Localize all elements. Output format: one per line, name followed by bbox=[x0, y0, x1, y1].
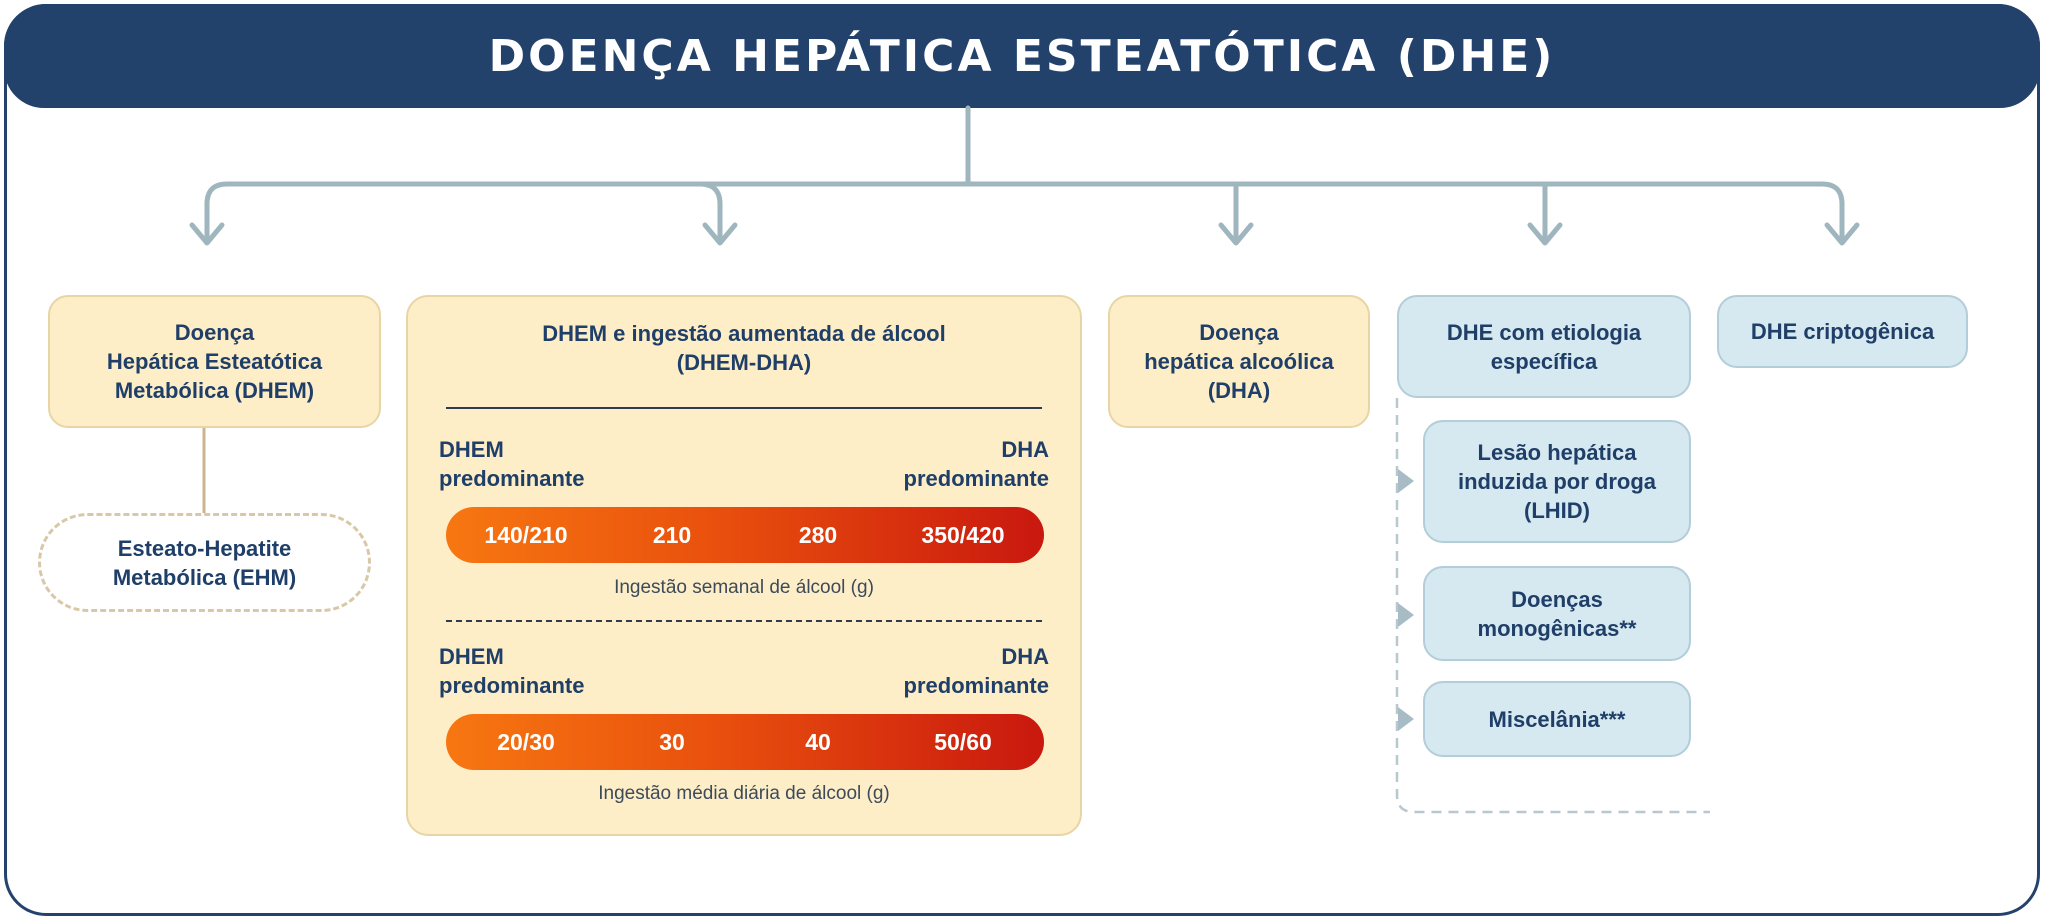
title-banner: DOENÇA HEPÁTICA ESTEATÓTICA (DHE) bbox=[4, 4, 2040, 108]
specific-line2: específica bbox=[1490, 348, 1598, 374]
cryptogenic-label: DHE criptogênica bbox=[1750, 319, 1935, 344]
daily-caption: Ingestão média diária de álcool (g) bbox=[598, 783, 890, 804]
weekly-left-line2: predominante bbox=[439, 466, 585, 491]
misc-box: Miscelânia*** bbox=[1423, 681, 1691, 757]
dhem-line3: Metabólica (DHEM) bbox=[114, 378, 315, 403]
dhem-line1: Doença bbox=[174, 320, 255, 345]
weekly-right-line2: predominante bbox=[903, 466, 1049, 491]
arrow-head-cryptogenic bbox=[1824, 222, 1860, 246]
arrow-head-dhem bbox=[189, 222, 225, 246]
weekly-left-line1: DHEM bbox=[439, 437, 504, 462]
lhid-line3: (LHID) bbox=[1524, 498, 1590, 523]
monogenic-box: Doenças monogênicas** bbox=[1423, 566, 1691, 661]
met-ald-title-line2: (DHEM-DHA) bbox=[676, 350, 812, 375]
specific-line1: DHE com etiologia bbox=[1446, 319, 1642, 345]
weekly-caption: Ingestão semanal de álcool (g) bbox=[614, 577, 874, 598]
arrow-head-specific bbox=[1527, 222, 1563, 246]
specific-etiology-box: DHE com etiologia específica bbox=[1397, 295, 1691, 398]
daily-right-line1: DHA bbox=[1001, 644, 1049, 669]
daily-dhem-predominant: DHEM predominante bbox=[439, 642, 584, 700]
diagram-title: DOENÇA HEPÁTICA ESTEATÓTICA (DHE) bbox=[488, 30, 1556, 82]
dhem-box: Doença Hepática Esteatótica Metabólica (… bbox=[48, 295, 381, 428]
arrow-lhid bbox=[1398, 469, 1414, 493]
lhid-box: Lesão hepática induzida por droga (LHID) bbox=[1423, 420, 1691, 543]
dha-line2: hepática alcoólica bbox=[1144, 349, 1334, 374]
weekly-tick: 280 bbox=[798, 522, 838, 548]
daily-right-line2: predominante bbox=[903, 673, 1049, 698]
weekly-tick: 140/210 bbox=[484, 522, 568, 548]
weekly-tick: 350/420 bbox=[921, 522, 1005, 548]
ehm-line1: Esteato-Hepatite bbox=[117, 535, 292, 561]
arrow-misc bbox=[1398, 707, 1414, 731]
branch-connector bbox=[204, 181, 1845, 243]
branch-drop-met-ald bbox=[697, 181, 723, 243]
arrow-head-dha bbox=[1218, 222, 1254, 246]
specific-dashed-bracket bbox=[1395, 398, 1710, 814]
dha-line3: (DHA) bbox=[1207, 378, 1271, 403]
daily-tick: 50/60 bbox=[934, 729, 992, 755]
daily-tick: 30 bbox=[659, 729, 685, 755]
daily-tick: 20/30 bbox=[497, 729, 555, 755]
daily-dha-predominant: DHA predominante bbox=[904, 642, 1049, 700]
arrow-monogenic bbox=[1398, 603, 1414, 627]
dha-box: Doença hepática alcoólica (DHA) bbox=[1108, 295, 1370, 428]
monogenic-line2: monogênicas** bbox=[1477, 615, 1637, 641]
dhem-line2: Hepática Esteatótica bbox=[106, 349, 323, 374]
misc-label: Miscelânia*** bbox=[1488, 706, 1626, 732]
daily-left-line1: DHEM bbox=[439, 644, 504, 669]
lhid-line2: induzida por droga bbox=[1458, 469, 1656, 494]
met-ald-title-line1: DHEM e ingestão aumentada de álcool bbox=[542, 321, 946, 346]
title-divider bbox=[446, 407, 1042, 409]
weekly-dha-predominant: DHA predominante bbox=[904, 435, 1049, 493]
arrow-head-met-ald bbox=[702, 222, 738, 246]
weekly-gradient-scale: 140/210 210 280 350/420 bbox=[446, 507, 1044, 563]
weekly-tick: 210 bbox=[652, 522, 692, 548]
dha-line1: Doença bbox=[1199, 320, 1279, 345]
met-ald-panel: DHEM e ingestão aumentada de álcool (DHE… bbox=[406, 295, 1082, 836]
weekly-dhem-predominant: DHEM predominante bbox=[439, 435, 584, 493]
ehm-line2: Metabólica (EHM) bbox=[112, 564, 297, 590]
daily-gradient-scale: 20/30 30 40 50/60 bbox=[446, 714, 1044, 770]
daily-tick: 40 bbox=[805, 729, 831, 755]
daily-left-line2: predominante bbox=[439, 673, 585, 698]
lhid-line1: Lesão hepática bbox=[1477, 440, 1637, 465]
monogenic-line1: Doenças bbox=[1511, 586, 1603, 612]
scale-divider bbox=[446, 620, 1042, 622]
ehm-pill: Esteato-Hepatite Metabólica (EHM) bbox=[38, 513, 371, 612]
met-ald-title: DHEM e ingestão aumentada de álcool (DHE… bbox=[408, 319, 1080, 377]
cryptogenic-box: DHE criptogênica bbox=[1717, 295, 1968, 368]
weekly-right-line1: DHA bbox=[1001, 437, 1049, 462]
